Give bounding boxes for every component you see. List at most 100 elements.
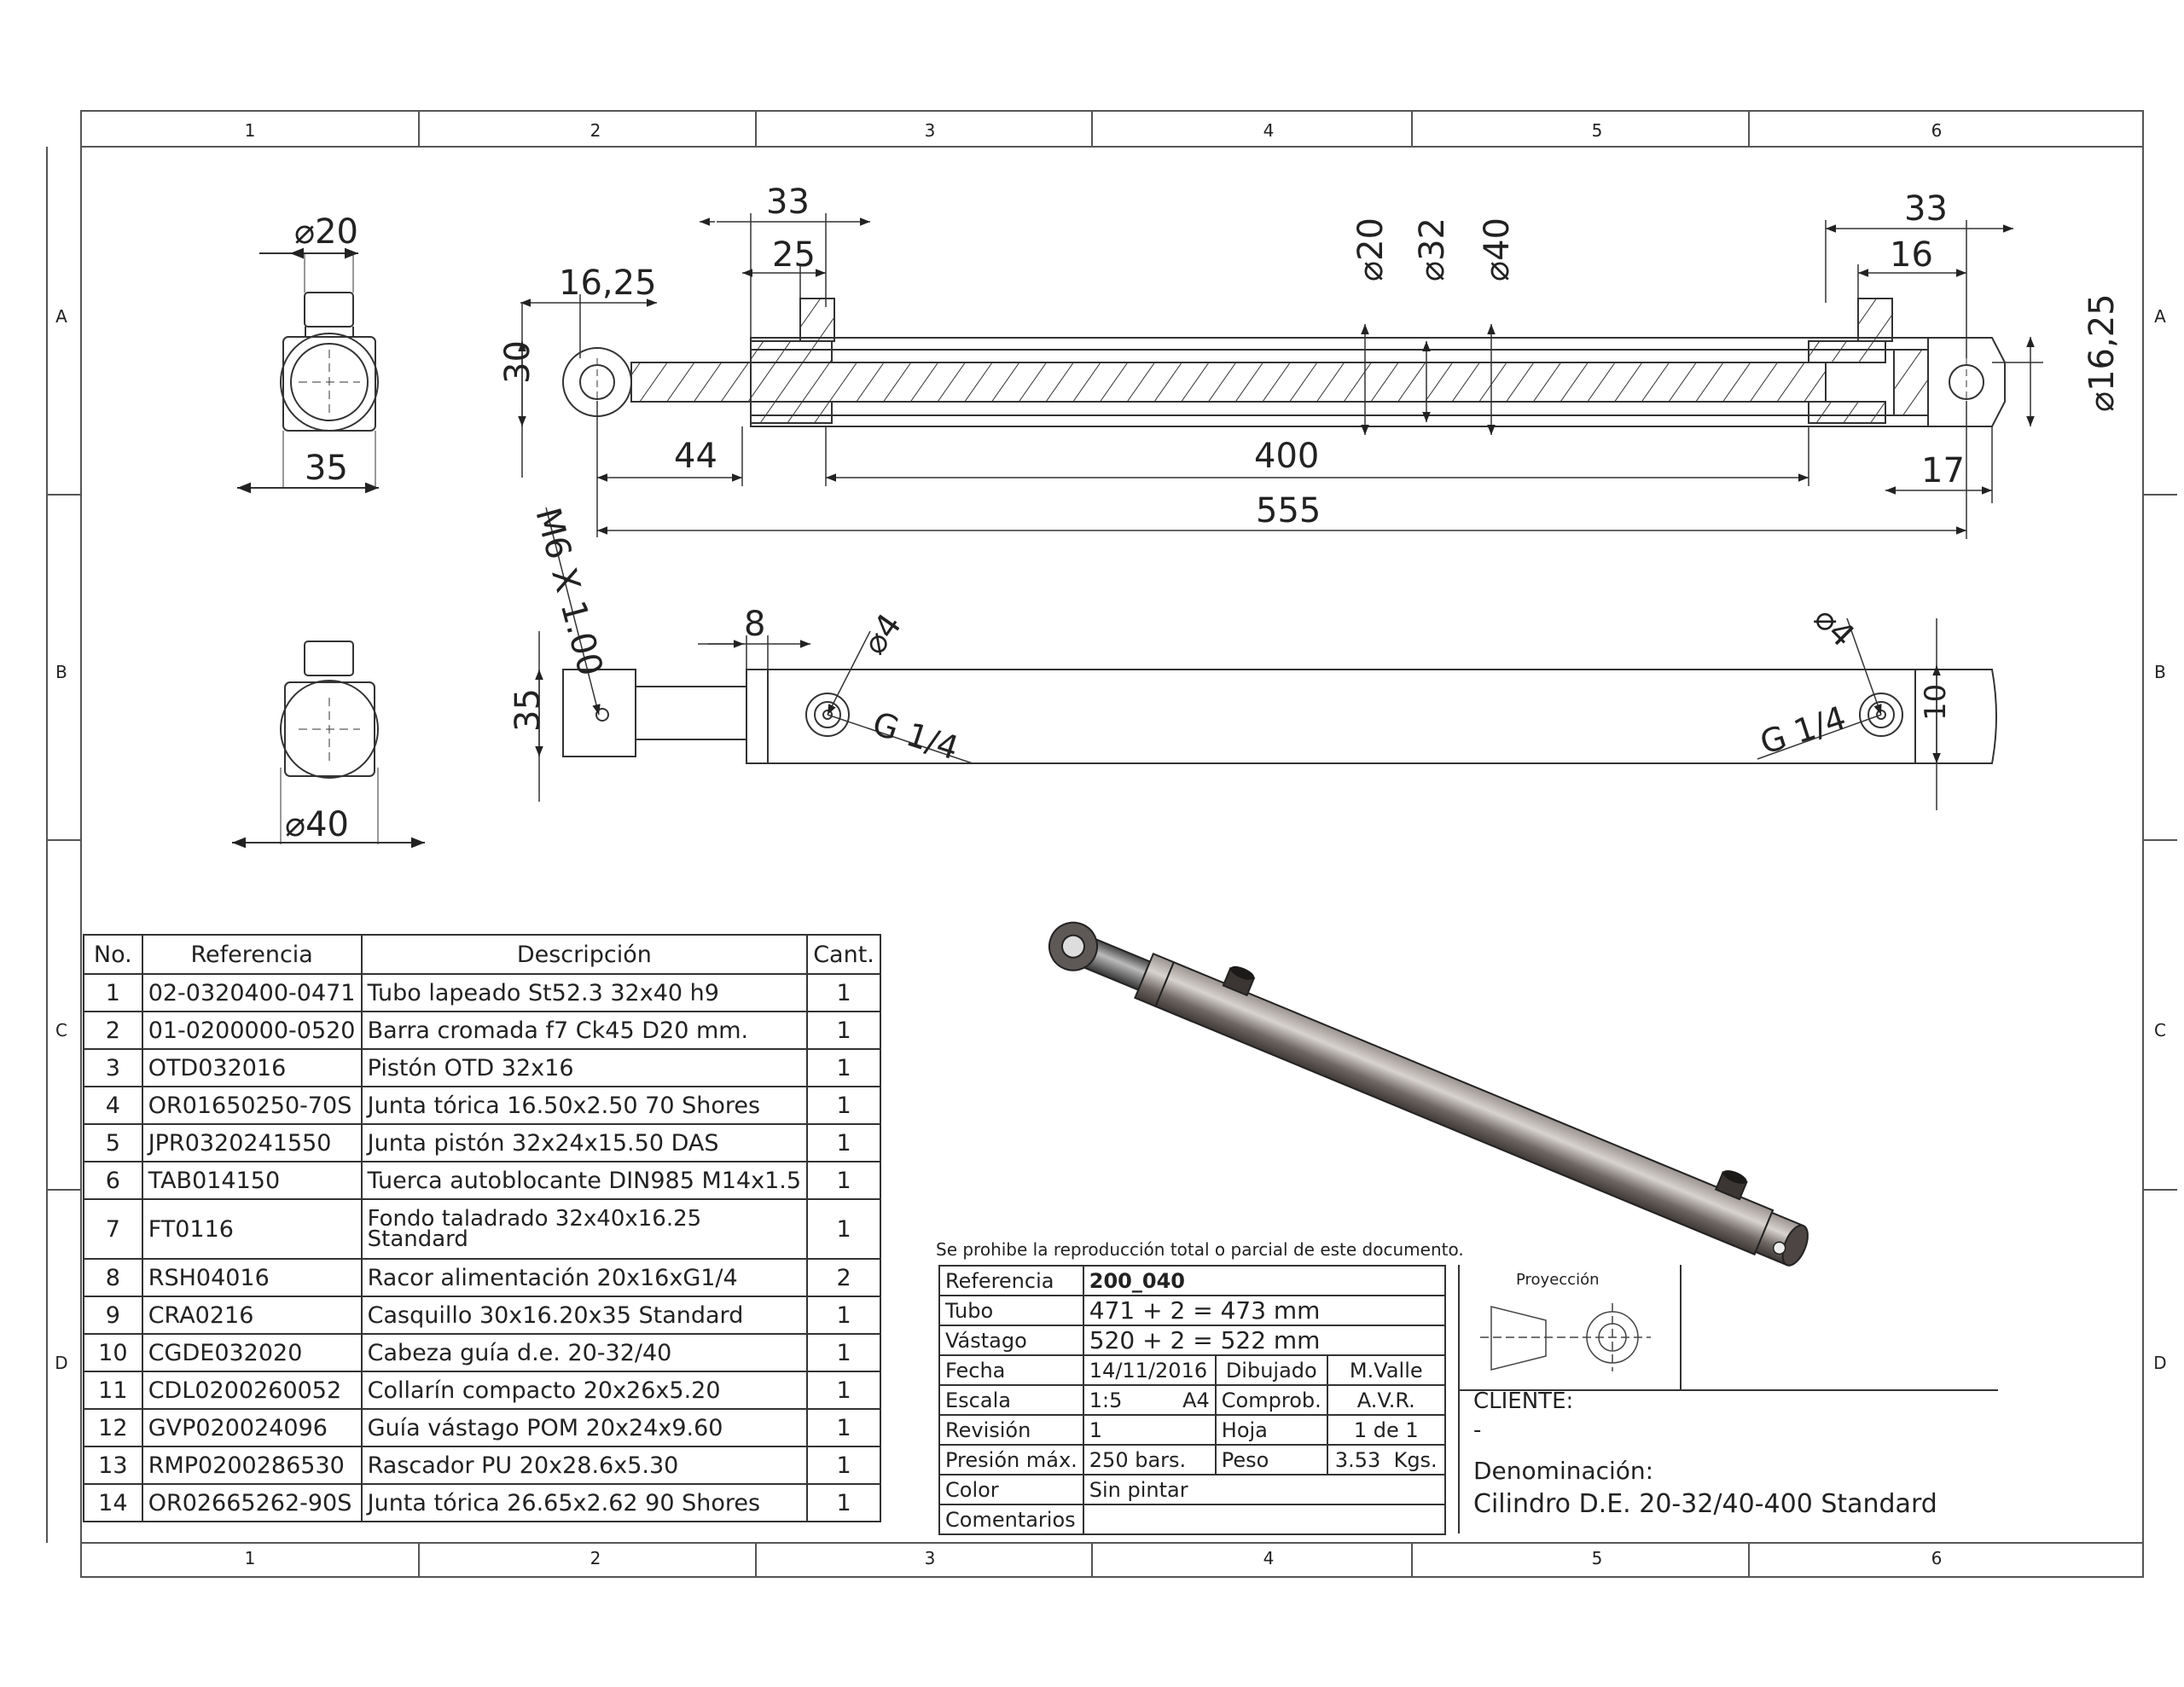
dim-400: 400: [1254, 437, 1319, 476]
bom-header-qty: Cant.: [806, 934, 881, 975]
bom-desc: Junta tórica 26.65x2.62 90 Shores: [360, 1483, 809, 1522]
bom-header-desc: Descripción: [360, 934, 809, 975]
bom-ref: OTD032016: [141, 1048, 363, 1087]
bom-desc: Junta tórica 16.50x2.50 70 Shores: [360, 1086, 809, 1125]
tb-cliente-label: CLIENTE:: [1473, 1388, 1574, 1414]
row-label-b-right: B: [2154, 662, 2166, 682]
bom-no: 4: [83, 1086, 143, 1125]
dim-g14-right: G 1/4: [1756, 699, 1850, 762]
tb-presion-label: Presión máx.: [938, 1444, 1084, 1475]
col-label-6-bottom: 6: [1931, 1548, 1943, 1568]
bom-ref: OR02665262-90S: [141, 1483, 363, 1522]
bom-header-row: No. Referencia Descripción Cant.: [83, 934, 881, 975]
side-dimensions: [535, 507, 1941, 810]
bom-header-no: No.: [83, 934, 143, 975]
bom-no: 7: [83, 1198, 143, 1260]
bom-no: 12: [83, 1408, 143, 1447]
bom-qty: 1: [806, 1446, 881, 1485]
dim-d32-piston: ⌀32: [1413, 217, 1452, 281]
bom-ref: RSH04016: [141, 1258, 363, 1297]
dim-16-25-left: 16,25: [559, 264, 657, 303]
tb-tubo-value: 471 + 2 = 473 mm: [1082, 1295, 1446, 1326]
sheet-border: [46, 110, 2177, 1578]
dim-35-end: 35: [305, 449, 348, 488]
end-view-bottom: [232, 641, 425, 849]
bom-ref: 01-0200000-0520: [141, 1011, 363, 1050]
bom-qty: 1: [806, 1048, 881, 1087]
col-label-3-bottom: 3: [925, 1548, 936, 1568]
bom-ref: CGDE032020: [141, 1333, 363, 1372]
tb-fecha-value: 14/11/2016: [1082, 1354, 1217, 1386]
section-view: [562, 298, 2006, 427]
bom-no: 5: [83, 1123, 143, 1162]
bom-no: 10: [83, 1333, 143, 1372]
bom-desc: Guía vástago POM 20x24x9.60: [360, 1408, 809, 1447]
title-block-frame: [1458, 1265, 1998, 1533]
tb-proyeccion-label: Proyección: [1516, 1271, 1600, 1289]
bom-qty: 1: [806, 1011, 881, 1050]
bom-desc: Junta pistón 32x24x15.50 DAS: [360, 1123, 809, 1162]
bom-desc: Tubo lapeado St52.3 32x40 h9: [360, 973, 809, 1012]
bom-qty: 1: [806, 1086, 881, 1125]
bom-desc: Barra cromada f7 Ck45 D20 mm.: [360, 1011, 809, 1050]
bom-header-ref: Referencia: [141, 934, 363, 975]
bom-qty: 1: [806, 1123, 881, 1162]
bom-qty: 1: [806, 973, 881, 1012]
tb-referencia-label: Referencia: [938, 1265, 1084, 1296]
tb-tubo-label: Tubo: [938, 1295, 1084, 1326]
col-label-4-bottom: 4: [1263, 1548, 1275, 1568]
tb-format-value: A4: [1182, 1388, 1210, 1412]
tb-revision-value: 1: [1082, 1414, 1217, 1446]
tb-peso-cell: 3.53 Kgs.: [1326, 1444, 1446, 1475]
tb-peso-unit: Kgs.: [1393, 1447, 1438, 1472]
dim-d20-rod: ⌀20: [1351, 217, 1391, 281]
bom-no: 8: [83, 1258, 143, 1297]
col-label-5-top: 5: [1592, 120, 1603, 141]
bom-desc: Rascador PU 20x28.6x5.30: [360, 1446, 809, 1485]
dim-16: 16: [1890, 235, 1933, 275]
bom-no: 9: [83, 1296, 143, 1335]
col-label-2-bottom: 2: [590, 1548, 601, 1568]
col-label-1-bottom: 1: [245, 1548, 256, 1568]
bom-qty: 1: [806, 1296, 881, 1335]
bom-ref: JPR0320241550: [141, 1123, 363, 1162]
bom-no: 14: [83, 1483, 143, 1522]
row-label-c-left: C: [55, 1020, 67, 1041]
dim-33-right: 33: [1904, 189, 1948, 229]
tb-comprob-value: A.V.R.: [1326, 1384, 1446, 1416]
col-label-4-top: 4: [1263, 120, 1275, 141]
tb-row-comentarios: Comentarios: [938, 1504, 1446, 1535]
tb-hoja-cell: 1 de 1: [1326, 1414, 1446, 1446]
tb-hoja-de: de: [1373, 1417, 1399, 1442]
tb-revision-label: Revisión: [938, 1414, 1084, 1446]
bom-desc: Collarín compacto 20x26x5.20: [360, 1371, 809, 1410]
tb-comentarios-value: [1082, 1504, 1446, 1535]
tb-comprob-label: Comprob.: [1214, 1384, 1328, 1416]
bom-ref: CRA0216: [141, 1296, 363, 1335]
row-label-d-right: D: [2153, 1353, 2166, 1373]
bom-qty: 2: [806, 1258, 881, 1297]
dim-d16-25-right: ⌀16,25: [2082, 293, 2122, 412]
tb-presion-value: 250 bars.: [1082, 1444, 1217, 1475]
bom-qty: 1: [806, 1161, 881, 1200]
bom-table: No. Referencia Descripción Cant. 1 02-032…: [83, 934, 881, 1522]
bom-ref: 02-0320400-0471: [141, 973, 363, 1012]
tb-peso-value: 3.53: [1334, 1447, 1381, 1472]
bom-qty: 1: [806, 1408, 881, 1447]
bom-no: 3: [83, 1048, 143, 1087]
bom-desc: Cabeza guía d.e. 20-32/40: [360, 1333, 809, 1372]
bom-ref: CDL0200260052: [141, 1371, 363, 1410]
